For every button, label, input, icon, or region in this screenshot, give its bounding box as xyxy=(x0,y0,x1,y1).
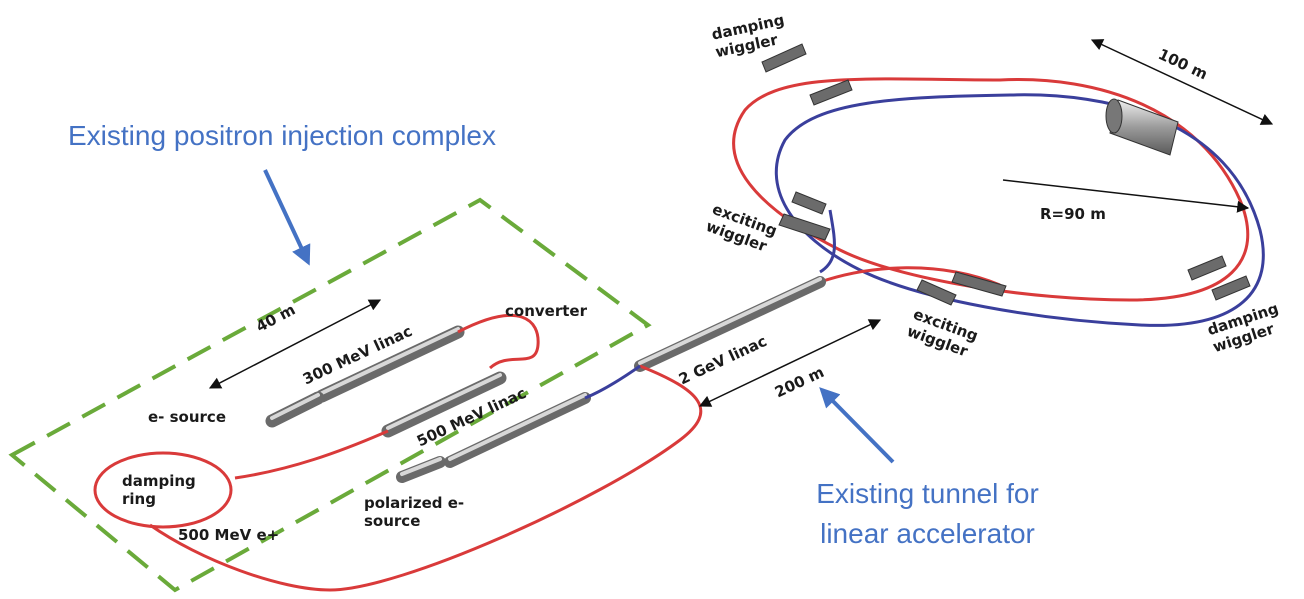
polarized-source-label: polarized e- source xyxy=(364,494,465,530)
positron-annotation-arrow xyxy=(263,169,311,266)
e-source-gun xyxy=(265,391,325,428)
tunnel-annotation: Existing tunnel for linear accelerator xyxy=(775,474,1080,554)
transfer-line-red xyxy=(819,266,1001,287)
positron-complex-dashed-box xyxy=(8,197,652,593)
e-source-label: e- source xyxy=(148,408,226,426)
positron-line-to-ring xyxy=(234,429,389,480)
linac-500mev xyxy=(381,371,507,438)
polarized-line-blue xyxy=(584,364,641,400)
return-line xyxy=(149,364,703,592)
rf-cavity-cylinder xyxy=(1105,98,1179,156)
polarized-source-linac xyxy=(396,392,591,483)
damping-ring xyxy=(93,451,233,529)
ring-blue-beamline xyxy=(774,93,1265,327)
tunnel-annotation-arrow xyxy=(819,387,895,464)
wiggler-boxes xyxy=(761,43,1251,306)
converter-label: converter xyxy=(505,302,587,320)
radius-arrow xyxy=(1002,179,1250,213)
damping-ring-label: damping ring xyxy=(122,472,196,508)
tunnel-annotation-line2: linear accelerator xyxy=(820,518,1035,549)
e-plus-500-label: 500 MeV e+ xyxy=(178,526,280,544)
dim-100m-arrow xyxy=(1090,39,1274,125)
dim-200m-arrow xyxy=(698,319,882,407)
radius-label: R=90 m xyxy=(1040,205,1106,223)
dim-40m-arrow xyxy=(208,299,382,389)
positron-complex-annotation: Existing positron injection complex xyxy=(68,120,496,151)
ring-red-beamline xyxy=(732,77,1250,302)
tunnel-annotation-line1: Existing tunnel for xyxy=(816,478,1039,509)
transfer-line-blue xyxy=(819,209,836,274)
converter-loop xyxy=(457,314,540,370)
